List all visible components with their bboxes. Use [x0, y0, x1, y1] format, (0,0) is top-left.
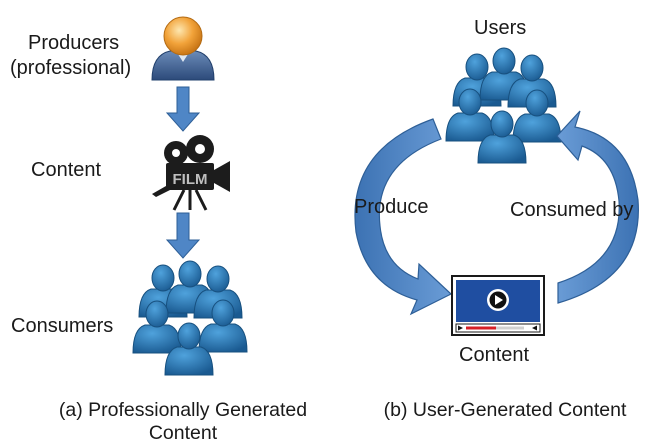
producer-person-icon — [151, 16, 215, 81]
player-content-label: Content — [459, 344, 530, 366]
arrow-content-to-consumers — [165, 212, 201, 259]
users-label: Users — [474, 17, 527, 39]
users-group-icon — [445, 47, 562, 164]
film-label: FILM — [173, 171, 208, 188]
content-label: Content — [31, 159, 102, 181]
caption-a-line1: (a) Professionally Generated — [58, 399, 308, 421]
play-icon — [487, 289, 509, 311]
caption-a-line2: Content — [148, 422, 218, 444]
produce-label: Produce — [354, 196, 429, 218]
consumed-by-arrow — [556, 110, 639, 304]
user-group-icon — [132, 260, 248, 376]
caption-b: (b) User-Generated Content — [383, 399, 627, 421]
video-player-icon — [451, 275, 545, 336]
consumed-by-label: Consumed by — [510, 199, 634, 221]
producers-subtitle: (professional) — [10, 57, 132, 79]
produce-arrow — [354, 118, 453, 316]
producers-label: Producers — [28, 32, 120, 54]
arrow-producers-to-content — [165, 86, 201, 132]
consumers-label: Consumers — [11, 315, 114, 337]
film-camera-icon: FILM — [152, 135, 230, 211]
